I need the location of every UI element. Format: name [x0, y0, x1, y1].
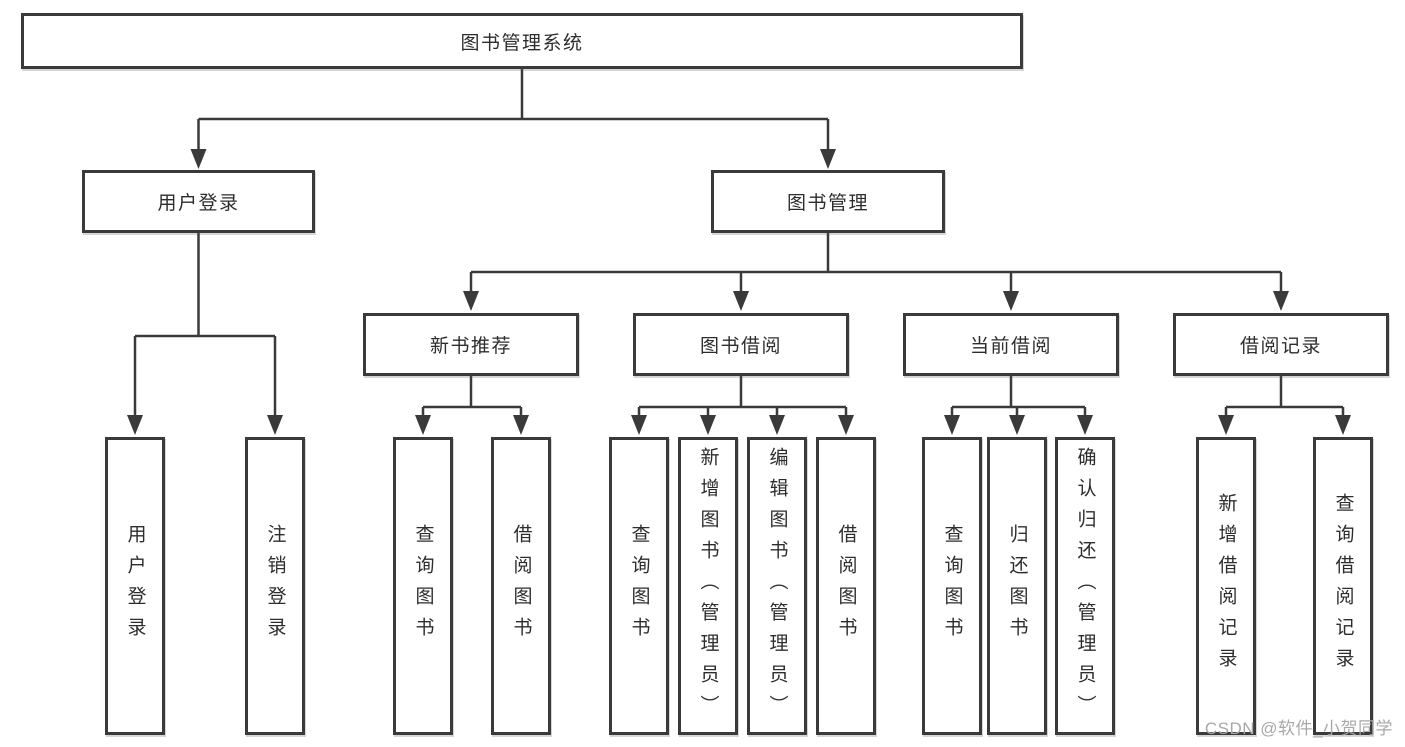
node-user-login-label: 用户登录	[157, 193, 240, 214]
leaf-edit-books-admin: 编辑图书（管理员）	[747, 437, 807, 735]
arrowhead-down-icon	[190, 149, 207, 169]
leaf-query-books-current-label: 查询图书	[941, 524, 963, 648]
arrowhead-down-icon	[463, 291, 479, 311]
leaf-query-books-recommend: 查询图书	[393, 437, 453, 735]
arrowhead-down-icon	[415, 415, 431, 435]
arrowhead-down-icon	[1009, 415, 1025, 435]
leaf-add-borrow-record: 新增借阅记录	[1196, 437, 1256, 735]
node-book-borrowing: 图书借阅	[633, 313, 849, 376]
arrowhead-down-icon	[700, 415, 716, 435]
node-library-system: 图书管理系统	[21, 13, 1023, 69]
node-library-system-label: 图书管理系统	[460, 32, 584, 54]
leaf-confirm-return-admin-label: 确认归还（管理员）	[1074, 446, 1096, 726]
csdn-watermark: CSDN @软件_小贺同学	[1204, 719, 1393, 738]
leaf-logout: 注销登录	[245, 437, 305, 735]
arrowhead-down-icon	[267, 415, 283, 435]
arrowhead-down-icon	[513, 415, 529, 435]
leaf-query-books-current: 查询图书	[922, 437, 982, 735]
arrowhead-down-icon	[733, 291, 749, 311]
connector-book-mgmt-to-level3	[469, 233, 1283, 293]
arrowhead-down-icon	[1218, 415, 1234, 435]
node-borrowing-records-label: 借阅记录	[1239, 336, 1322, 357]
leaf-logout-label: 注销登录	[264, 524, 286, 648]
arrowhead-down-icon	[631, 415, 647, 435]
arrowhead-down-icon	[1273, 291, 1289, 311]
node-current-borrowing: 当前借阅	[903, 313, 1119, 376]
arrowhead-down-icon	[127, 415, 143, 435]
node-user-login: 用户登录	[82, 170, 315, 233]
leaf-add-borrow-record-label: 新增借阅记录	[1215, 493, 1237, 679]
connector-user-login-to-children	[133, 233, 277, 417]
connector-new-book-rec-to-children	[421, 376, 523, 417]
node-book-borrowing-label: 图书借阅	[699, 336, 782, 357]
node-current-borrowing-label: 当前借阅	[969, 336, 1052, 357]
connector-borrow-record-to-children	[1224, 376, 1345, 417]
leaf-user-login: 用户登录	[105, 437, 165, 735]
arrowhead-down-icon	[769, 415, 785, 435]
connector-book-borrow-to-children	[637, 376, 848, 417]
leaf-borrow-books-recommend: 借阅图书	[491, 437, 551, 735]
leaf-add-books-admin: 新增图书（管理员）	[678, 437, 738, 735]
connector-current-borrow-to-children	[950, 376, 1087, 417]
leaf-return-books: 归还图书	[987, 437, 1047, 735]
leaf-query-books-borrowing-label: 查询图书	[628, 524, 650, 648]
arrowhead-down-icon	[820, 149, 836, 169]
node-borrowing-records: 借阅记录	[1173, 313, 1389, 376]
leaf-return-books-label: 归还图书	[1006, 524, 1028, 648]
leaf-add-books-admin-label: 新增图书（管理员）	[697, 446, 719, 726]
leaf-borrow-books-recommend-label: 借阅图书	[510, 524, 532, 648]
arrowhead-down-icon	[1335, 415, 1351, 435]
connector-root-to-level2	[197, 69, 830, 151]
node-book-management: 图书管理	[711, 170, 945, 233]
leaf-query-borrow-record-label: 查询借阅记录	[1332, 493, 1354, 679]
arrowheads	[127, 149, 1351, 435]
node-new-book-recommend-label: 新书推荐	[429, 336, 512, 357]
leaf-query-borrow-record: 查询借阅记录	[1313, 437, 1373, 735]
node-new-book-recommend: 新书推荐	[363, 313, 579, 376]
leaf-query-books-borrowing: 查询图书	[609, 437, 669, 735]
leaf-user-login-label: 用户登录	[124, 524, 146, 648]
arrowhead-down-icon	[944, 415, 960, 435]
leaf-confirm-return-admin: 确认归还（管理员）	[1055, 437, 1115, 735]
leaf-borrow-books-label: 借阅图书	[835, 524, 857, 648]
arrowhead-down-icon	[838, 415, 854, 435]
leaf-edit-books-admin-label: 编辑图书（管理员）	[766, 446, 788, 726]
node-book-management-label: 图书管理	[786, 193, 869, 214]
arrowhead-down-icon	[1077, 415, 1093, 435]
arrowhead-down-icon	[1003, 291, 1019, 311]
leaf-query-books-recommend-label: 查询图书	[412, 524, 434, 648]
leaf-borrow-books: 借阅图书	[816, 437, 876, 735]
